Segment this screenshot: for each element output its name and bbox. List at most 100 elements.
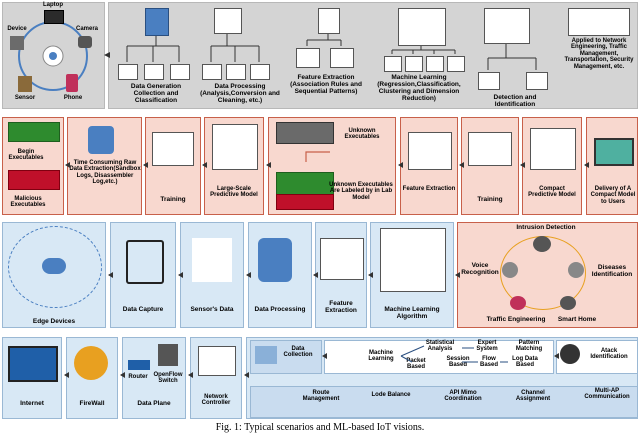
monitor-icon — [594, 138, 634, 166]
internet-label: Internet — [20, 400, 44, 407]
smart-home-label: Smart Home — [557, 316, 597, 323]
voice-recognition-label: Voice Recognition — [461, 262, 499, 277]
unknown-executables-stack — [276, 122, 334, 144]
stage-feature-extraction: Feature Extraction (Association Rules an… — [290, 74, 362, 96]
training-gears-icon — [152, 132, 194, 166]
detection-icon-1 — [478, 72, 500, 90]
delivery-label: Delivery of A Compact Model to Users — [590, 186, 636, 205]
figure-caption: Fig. 1: Typical scenarios and ML-based I… — [215, 422, 425, 433]
openflow-label: OpenFlow Switch — [153, 372, 183, 385]
ml-icon-2 — [405, 56, 423, 72]
lode-label: Lode Balance — [371, 392, 411, 398]
expert-label: Expert System — [476, 340, 498, 353]
attack-label: Atack Identification — [590, 348, 628, 361]
malicious-executables-stack — [8, 170, 60, 190]
statistical-label: Statistical Analysis — [425, 340, 455, 353]
stage-data-generation: Data Generation Collection and Classific… — [130, 83, 182, 105]
ml-analysis-box — [324, 340, 554, 374]
large-scale-label: Large-Scale Predictive Model — [210, 186, 258, 199]
unknown-executables-label: Unknown Executables — [344, 128, 380, 141]
raw-data-label: Time Consuming Raw Data Extraction(Sandb… — [69, 160, 141, 186]
clock-icon — [88, 126, 114, 154]
controller-label: Network Controller — [201, 394, 231, 407]
sensor-data-label: Sensor's Data — [190, 306, 234, 313]
router-label: Router — [128, 374, 148, 380]
edge-devices-ring — [8, 226, 102, 308]
begin-executables-stack — [8, 122, 60, 142]
labeled-executables-stack-red — [276, 194, 334, 210]
chart-icon-1 — [118, 64, 138, 80]
car-detection-icon — [484, 8, 530, 44]
node-camera: Camera — [75, 26, 98, 32]
data-plane-label: Data Plane — [137, 400, 171, 407]
packet-label: Packet Based — [406, 358, 426, 371]
labeled-executables-stack — [276, 172, 334, 196]
data-capture-panel — [110, 222, 176, 328]
capture-icon — [126, 240, 164, 284]
ml-network-icon — [380, 228, 446, 292]
internet-monitor-icon — [8, 346, 58, 382]
management-box — [250, 386, 638, 418]
firewall-label: FireWall — [79, 400, 105, 407]
feature-label: Feature Extraction — [402, 186, 456, 192]
node-phone: Phone — [63, 95, 83, 101]
feature-icon-1 — [296, 48, 320, 68]
feature-chart-icon — [408, 132, 452, 170]
node-sensor: Sensor — [14, 95, 36, 101]
pattern-label: Pattern Matching — [515, 340, 543, 353]
feature-extraction-icon — [320, 238, 364, 280]
training-gears-icon-2 — [468, 132, 512, 166]
route-label: Route Management — [302, 390, 340, 403]
ml-algorithm-label: Machine Learning Algorithm — [384, 306, 440, 321]
compact-network-icon — [530, 128, 576, 170]
stage-applied: Applied to Network Engineering, Traffic … — [564, 38, 634, 70]
collection-icon — [255, 346, 277, 364]
router-icon — [128, 360, 150, 370]
attack-icon — [560, 344, 580, 364]
chart-icon-2 — [144, 64, 164, 80]
edge-devices-label: Edge Devices — [32, 318, 76, 325]
processing-icon-3 — [250, 64, 270, 80]
processing-icon-1 — [202, 64, 222, 80]
multiap-label: Multi-AP Communication — [584, 388, 630, 401]
intrusion-detection-label: Intrusion Detection — [516, 224, 576, 231]
diseases-label: Diseases Identification — [591, 264, 633, 279]
processing-icon-2 — [226, 64, 246, 80]
device-icon — [10, 36, 24, 50]
data-capture-label: Data Capture — [122, 306, 164, 313]
chart-icon-3 — [170, 64, 190, 80]
gears-icon — [214, 8, 242, 34]
sensor-icon — [18, 76, 32, 92]
feature-extraction-label: Feature Extraction — [325, 300, 357, 315]
controller-icon — [198, 346, 236, 376]
node-laptop: Laptop — [43, 2, 63, 8]
intrusion-icon — [533, 236, 551, 252]
switch-icon — [158, 344, 178, 366]
compact-label: Compact Predictive Model — [528, 186, 576, 199]
large-scale-network-icon — [212, 124, 258, 170]
stage-detection: Detection and Identification — [493, 94, 537, 109]
feature-icon-2 — [330, 48, 354, 68]
traffic-engineering-label: Traffic Engineering — [486, 316, 546, 323]
ml-icon-3 — [426, 56, 444, 72]
begin-executables-label: Begin Executables — [8, 149, 44, 162]
diseases-icon — [568, 262, 584, 278]
stage-data-processing: Data Processing (Analysis,Conversion and… — [200, 83, 280, 105]
smart-home-icon — [560, 296, 576, 310]
training-label-2: Training — [477, 196, 503, 203]
bar-chart-icon — [192, 238, 232, 282]
ml-icon-1 — [384, 56, 402, 72]
firewall-icon — [74, 346, 108, 380]
document-gear-icon — [318, 8, 340, 34]
collection-label: Data Collection — [283, 346, 313, 359]
logdata-label: Log Data Based — [512, 356, 538, 369]
database-icon — [145, 8, 169, 36]
ml-label: Machine Learning — [368, 350, 394, 363]
flow-label: Flow Based — [479, 356, 498, 369]
cloud-icon — [42, 258, 66, 274]
detection-icon-2 — [526, 72, 548, 90]
voice-icon — [502, 262, 518, 278]
